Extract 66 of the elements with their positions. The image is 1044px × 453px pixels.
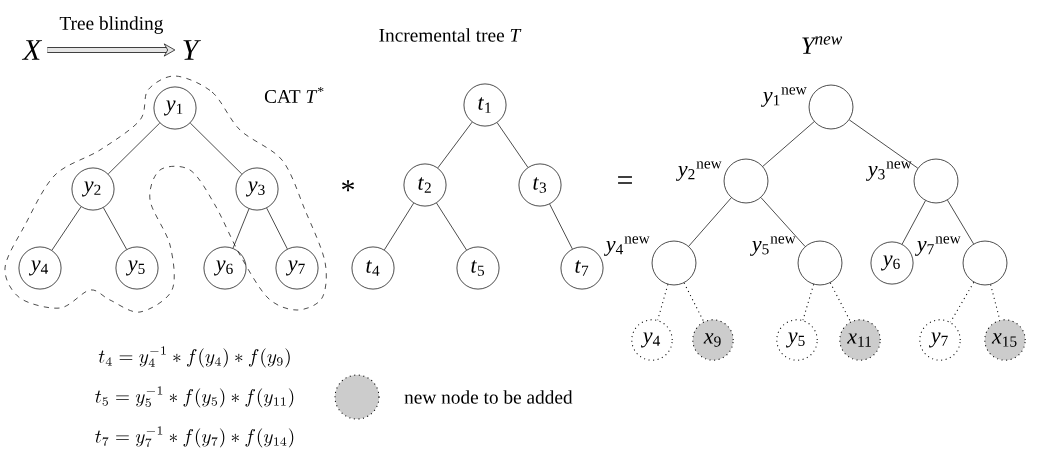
tree-edge [384, 202, 414, 251]
formula: $t_7=y_7^{-1}*f(y_7)*f(y_{14})$ [95, 426, 294, 448]
tree-node: t$_{1}$ [463, 83, 507, 127]
tree-node: t$_{3}$ [518, 163, 562, 207]
tree-node [962, 240, 1008, 286]
tree-edge [496, 122, 529, 168]
tree-edge [436, 202, 467, 251]
tree-edge [762, 121, 815, 167]
tree-title: Y$^{new}$ [802, 36, 843, 54]
node-label: y$_{2}$new [676, 161, 722, 181]
tree-edge [848, 119, 919, 169]
tree-node: y$_{4}$ [631, 319, 673, 361]
tree-node: y$_{5}$ [776, 319, 818, 361]
new-node: x$_{11}$ [839, 319, 881, 361]
operator-symbol: = [618, 176, 632, 184]
tree-edge [683, 282, 705, 323]
tree-edge [103, 207, 127, 250]
tree-node [651, 240, 697, 286]
new-node: x$_{15}$ [984, 319, 1026, 361]
tree-edge [107, 122, 161, 175]
tree-edge [657, 283, 669, 321]
node-label: y$_{1}$new [761, 87, 807, 107]
tree-edge [549, 203, 573, 250]
tree-edge [947, 199, 974, 245]
tree-node: y$_{6}$ [203, 246, 247, 290]
tree-node: y$_{7}$ [275, 246, 319, 290]
tree-edge [232, 208, 250, 249]
tree-edge [949, 281, 975, 323]
operator-symbol: * [342, 180, 355, 192]
node-label: y$_{3}$new [866, 161, 912, 181]
variable-label: X [21, 40, 43, 60]
tree-edge [189, 122, 243, 175]
tree-node: t$_{5}$ [456, 246, 500, 290]
tree-node: t$_{2}$ [403, 163, 447, 207]
tree-edge [437, 121, 473, 169]
tree-node: y$_{2}$ [71, 167, 115, 211]
tree-edge [51, 206, 82, 251]
tree-node: y$_{6}$ [870, 241, 914, 285]
tree-node [808, 84, 854, 130]
tree-edge [688, 197, 732, 247]
tree-node: y$_{7}$ [919, 319, 961, 361]
tree-node: t$_{7}$ [560, 246, 604, 290]
tree-node: t$_{4}$ [351, 246, 395, 290]
edge-label: Tree blinding [59, 16, 163, 34]
tree-node: y$_{1}$ [153, 86, 197, 130]
outline-label: CAT T$^{*}$ [264, 87, 324, 103]
variable-label: Y [183, 40, 201, 60]
tree-edge [266, 207, 288, 250]
node-label: y$_{4}$new [604, 236, 650, 256]
tree-node [913, 158, 959, 204]
tree-edge [760, 197, 806, 247]
tree-edge [901, 200, 926, 245]
tree-node [797, 240, 843, 286]
tree-node: y$_{5}$ [115, 246, 159, 290]
new-node: x$_{9}$ [692, 319, 734, 361]
legend-label: new node to be added [404, 390, 573, 404]
tree-title: Incremental tree T [379, 28, 522, 42]
arrow [47, 43, 176, 57]
node-label: y$_{7}$new [915, 236, 961, 256]
tree-node [723, 158, 769, 204]
tree-node: y$_{3}$ [235, 167, 279, 211]
tree-node: y$_{4}$ [18, 246, 62, 290]
formula: $t_5=y_5^{-1}*f(y_5)*f(y_{11})$ [95, 386, 294, 408]
tree-edge [802, 283, 815, 321]
formula: $t_4=y_4^{-1}*f(y_4)*f(y_9)$ [98, 346, 290, 368]
node-label: y$_{5}$new [750, 236, 796, 256]
